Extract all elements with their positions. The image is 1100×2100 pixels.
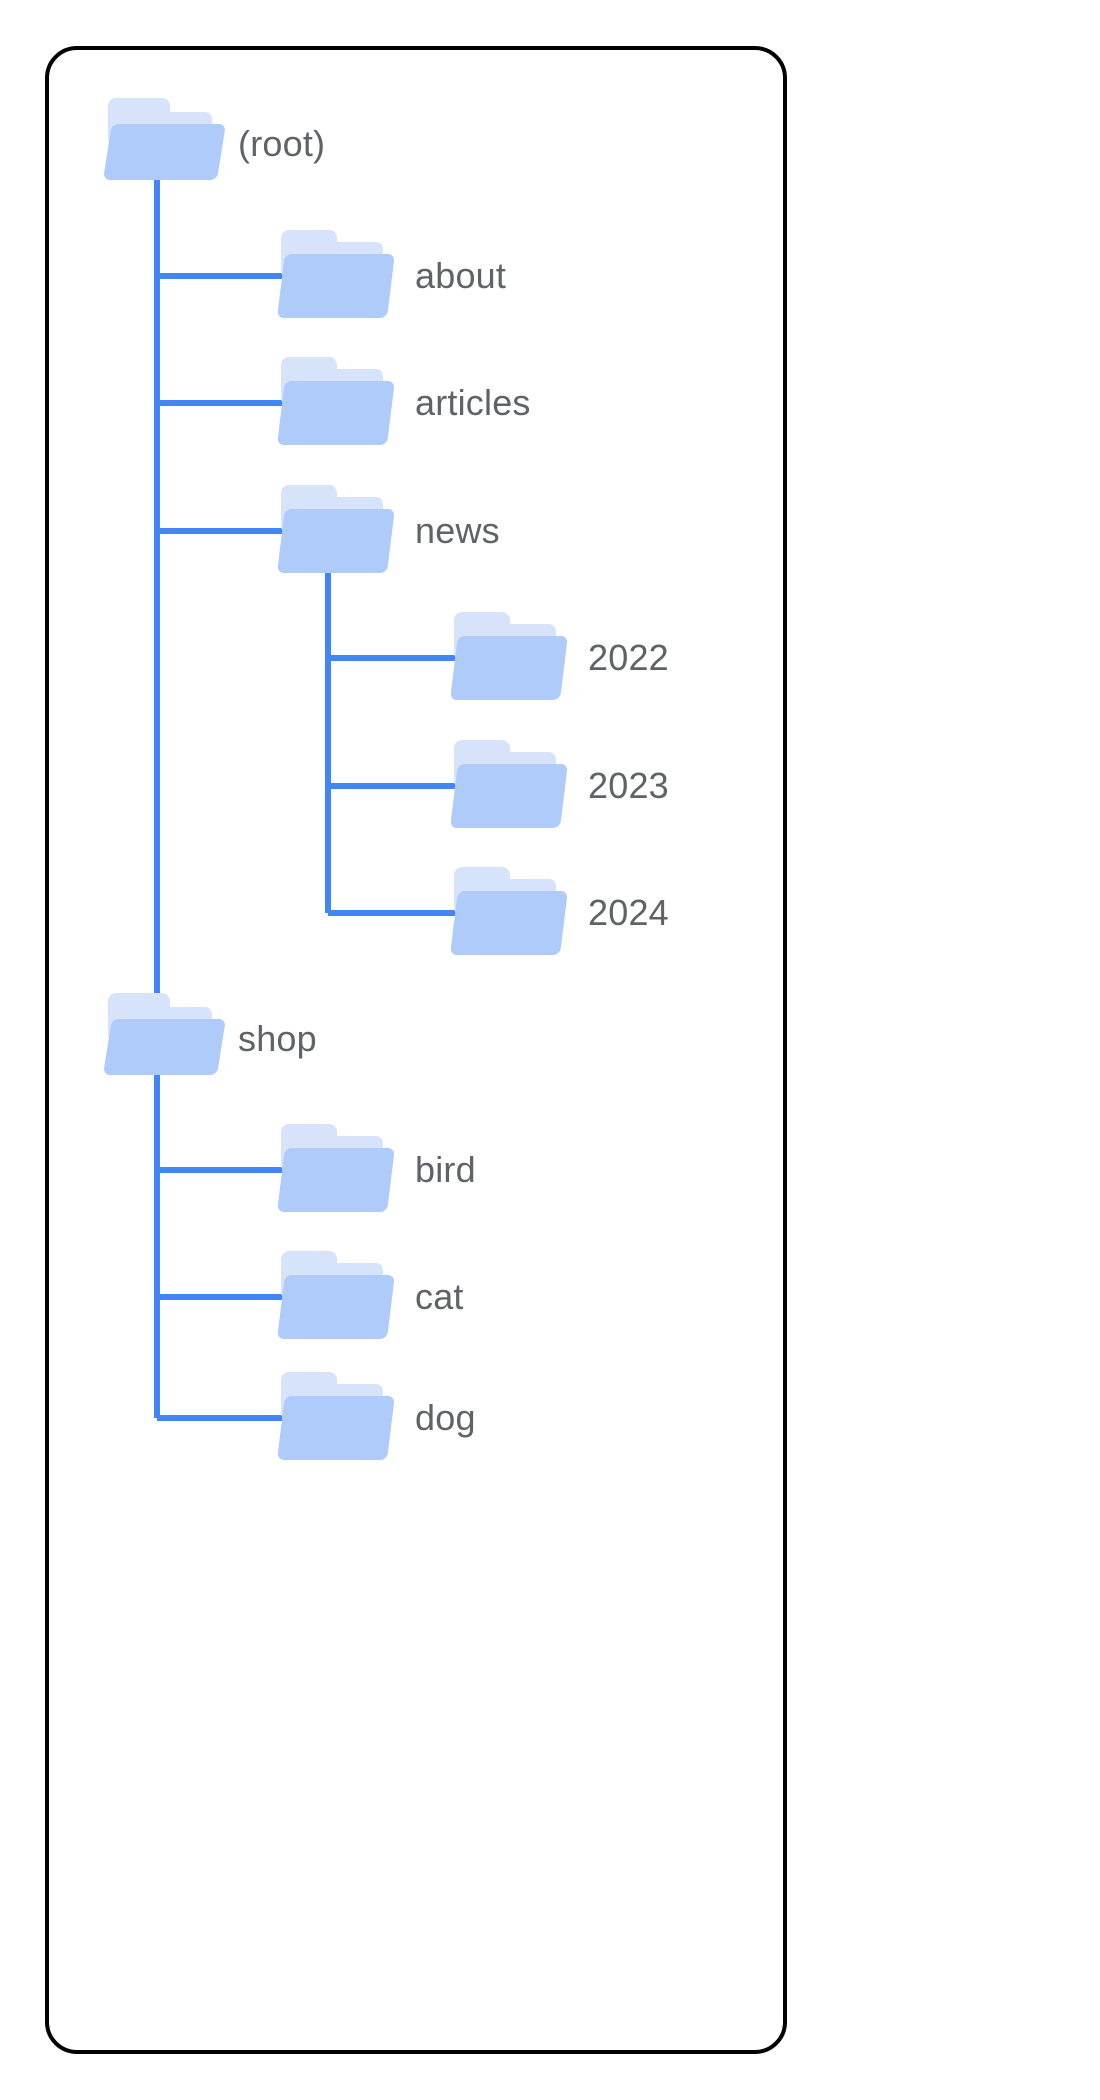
tree-node-bird[interactable]: bird	[275, 1124, 476, 1216]
folder-icon	[448, 740, 568, 832]
folder-icon	[100, 993, 226, 1085]
folder-icon	[100, 98, 226, 190]
tree-node-label-2023: 2023	[588, 765, 669, 806]
folder-icon	[448, 867, 568, 959]
tree-node-root[interactable]: (root)	[100, 98, 325, 190]
tree-node-dog[interactable]: dog	[275, 1372, 476, 1464]
tree-node-label-bird: bird	[415, 1149, 476, 1190]
folder-icon	[275, 230, 395, 322]
tree-node-label-dog: dog	[415, 1397, 476, 1438]
folder-icon	[275, 1372, 395, 1464]
tree-node-cat[interactable]: cat	[275, 1251, 464, 1343]
tree-node-label-2024: 2024	[588, 892, 669, 933]
tree-node-about[interactable]: about	[275, 230, 506, 322]
tree-node-label-news: news	[415, 510, 500, 551]
tree-node-label-root: (root)	[238, 123, 326, 164]
tree-node-label-2022: 2022	[588, 637, 669, 678]
tree-node-label-shop: shop	[238, 1018, 317, 1059]
tree-node-articles[interactable]: articles	[275, 357, 531, 449]
folder-icon	[275, 485, 395, 577]
folder-icon	[275, 1124, 395, 1216]
tree-node-2024[interactable]: 2024	[448, 867, 669, 959]
tree-node-label-cat: cat	[415, 1276, 464, 1317]
tree-node-shop[interactable]: shop	[100, 993, 317, 1085]
folder-icon	[275, 1251, 395, 1343]
tree-node-news[interactable]: news	[275, 485, 500, 577]
tree-node-label-about: about	[415, 255, 507, 296]
tree-node-label-articles: articles	[415, 382, 531, 423]
folder-icon	[448, 612, 568, 704]
tree-node-2023[interactable]: 2023	[448, 740, 669, 832]
folder-icon	[275, 357, 395, 449]
tree-node-2022[interactable]: 2022	[448, 612, 669, 704]
